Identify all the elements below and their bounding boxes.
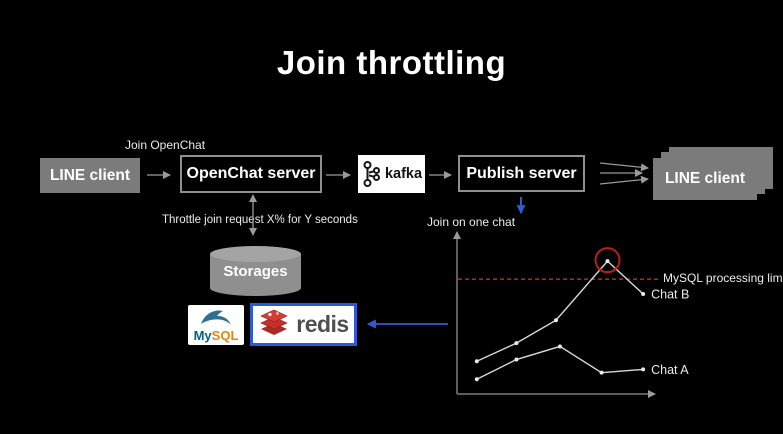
page-title: Join throttling — [276, 44, 507, 81]
series-point — [641, 367, 646, 372]
mysql-label: MySQL — [194, 329, 239, 342]
throttle-label: Throttle join request X% for Y seconds — [162, 214, 358, 226]
series-point — [514, 357, 519, 362]
node-line-client-right-label: LINE client — [664, 170, 746, 187]
series-point — [554, 318, 558, 323]
node-openchat-server-label: OpenChat server — [186, 165, 316, 182]
peak-highlight-circle — [594, 247, 621, 274]
node-storages-cylinder: Storages — [210, 246, 301, 296]
redis-logo: redis — [250, 303, 357, 346]
series-line-chat-a — [476, 345, 644, 380]
series-point — [605, 259, 610, 264]
node-storages-label: Storages — [223, 262, 288, 280]
series-point — [599, 370, 604, 375]
redis-stack-icon — [260, 309, 288, 335]
series-label-chat-b: Chat B — [651, 287, 689, 301]
join-openchat-label: Join OpenChat — [125, 138, 206, 152]
series-label-chat-a: Chat A — [651, 363, 689, 377]
node-publish-server: Publish server — [458, 155, 585, 192]
chart-y-axis-label: Join on one chat — [427, 215, 516, 229]
series-point — [474, 377, 479, 382]
mysql-label-my: My — [193, 328, 212, 343]
node-line-client-left: LINE client — [40, 158, 140, 193]
redis-label: redis — [296, 311, 349, 337]
node-openchat-server: OpenChat server — [180, 155, 322, 193]
kafka-logo-icon — [363, 161, 380, 187]
node-kafka: kafka — [358, 155, 425, 193]
series-point — [557, 344, 562, 349]
mysql-logo: MySQL — [188, 305, 244, 345]
arrow-publish-to-clients-3 — [599, 175, 649, 185]
node-line-client-right: LINE client — [653, 158, 757, 200]
mysql-dolphin-icon — [201, 310, 231, 325]
mysql-label-sql: SQL — [211, 328, 239, 343]
series-point — [641, 291, 646, 296]
node-kafka-label: kafka — [384, 166, 423, 182]
arrow-publish-to-clients-1 — [599, 162, 649, 172]
join-rate-chart: Chat B Chat A — [453, 231, 689, 398]
node-publish-server-label: Publish server — [466, 164, 577, 182]
mysql-processing-limit-label: MySQL processing limit — [663, 271, 783, 285]
node-line-client-left-label: LINE client — [49, 166, 131, 184]
series-point — [514, 341, 519, 346]
series-point — [474, 359, 479, 364]
